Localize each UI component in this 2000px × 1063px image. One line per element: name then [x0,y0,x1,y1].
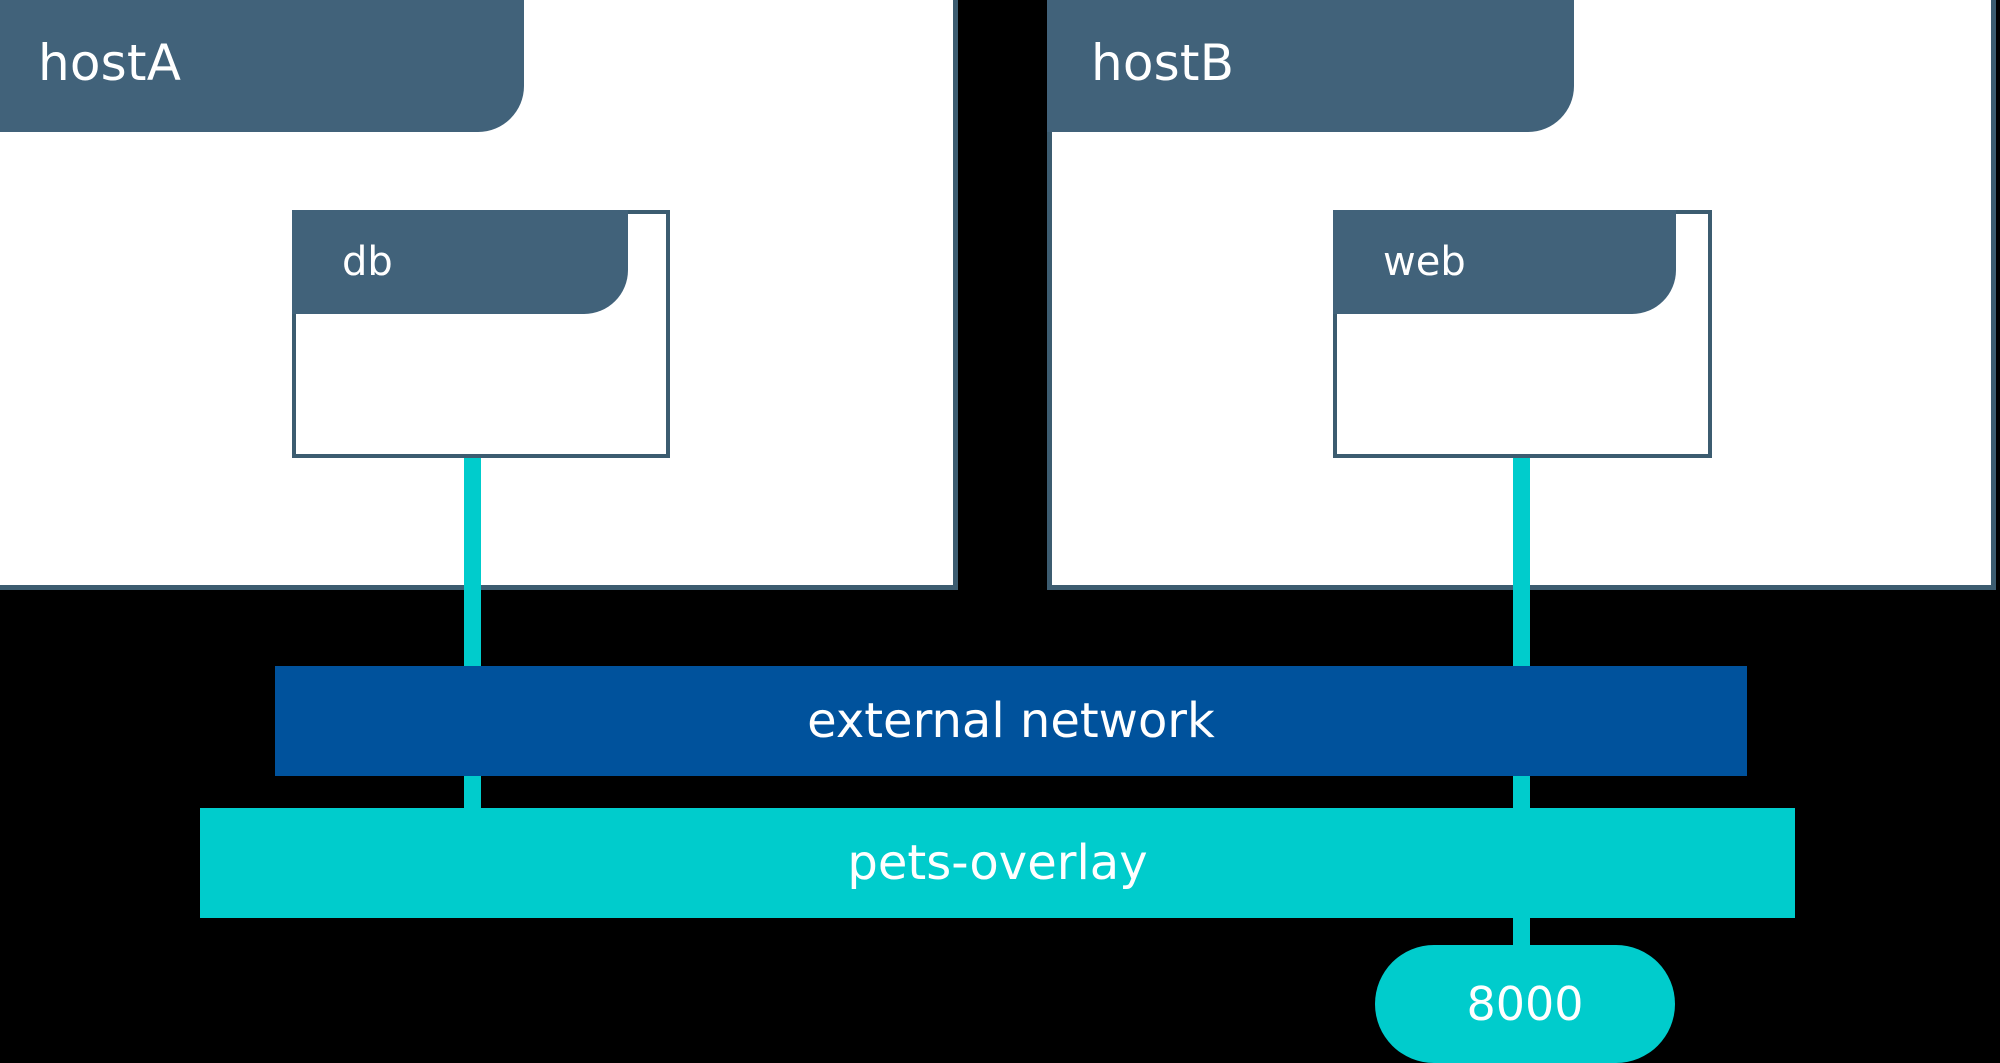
port-badge-label: 8000 [1466,977,1584,1031]
link-pets-overlay-to-port-8000 [1513,918,1530,952]
container-label-db: db [342,239,393,285]
host-label-hostB: hostB [1091,34,1235,92]
host-header-hostB: hostB [1047,0,1574,132]
host-header-hostA: hostA [0,0,524,132]
host-label-hostA: hostA [38,34,182,92]
container-header-db: db [292,210,628,314]
network-bar-pets-overlay[interactable]: pets-overlay [200,808,1795,918]
network-label-pets-overlay: pets-overlay [847,835,1148,891]
container-label-web: web [1383,239,1466,285]
network-label-external-network: external network [807,693,1215,749]
network-bar-external-network[interactable]: external network [275,666,1747,776]
port-badge-8000[interactable]: 8000 [1375,945,1675,1063]
container-header-web: web [1333,210,1676,314]
container-box-db[interactable]: db [292,210,670,458]
container-box-web[interactable]: web [1333,210,1712,458]
